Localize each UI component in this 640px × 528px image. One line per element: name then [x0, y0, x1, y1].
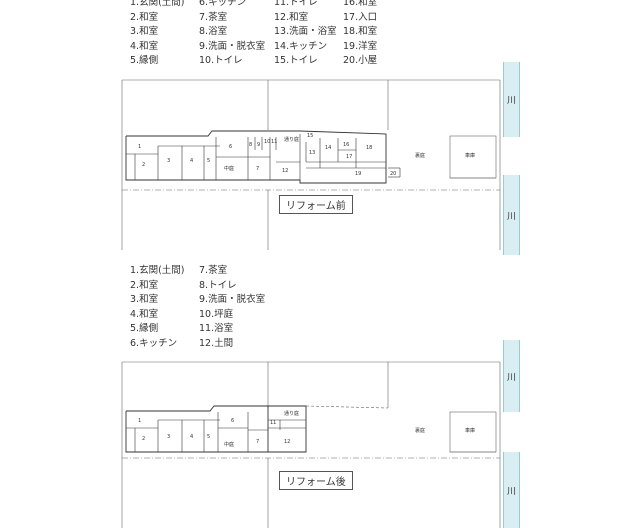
room-labels-before: 1 2 3 4 5 6 7 8 9 10 11 12 13 14 15 16 1… [138, 133, 475, 177]
room-label: 3 [167, 434, 170, 440]
caption-after: リフォーム後 [279, 471, 353, 490]
legend-item: 9.洗面・脱衣室 [199, 40, 266, 52]
legend-before-col-1: 1.玄関(土間) 2.和室 3.和室 4.和室 5.縁側 [130, 0, 184, 69]
room-label: 14 [325, 145, 331, 151]
legend-item: 16.和室 [343, 0, 378, 8]
legend-item: 7.茶室 [199, 265, 228, 276]
legend-item: 4.和室 [130, 308, 159, 320]
legend-item: 18.和室 [343, 26, 378, 38]
room-label: 7 [256, 166, 259, 172]
legend-item: 10.坪庭 [199, 308, 234, 320]
room-label: 17 [346, 154, 352, 160]
legend-item: 10.トイレ [199, 55, 243, 67]
room-label: 1 [138, 144, 141, 150]
legend-item: 20.小屋 [343, 55, 378, 67]
legend-item: 6.キッチン [130, 337, 178, 349]
river-strip: 川 [503, 175, 520, 255]
legend-item: 2.和室 [130, 279, 159, 291]
legend-item: 1.玄関(土間) [130, 265, 185, 276]
room-label: 裏庭 [415, 427, 425, 434]
river-label: 川 [506, 211, 516, 222]
river-strip: 川 [503, 340, 520, 412]
legend-item: 8.トイレ [199, 279, 237, 291]
plan-before [121, 79, 501, 250]
room-label: 2 [142, 436, 145, 442]
legend-item: 3.和室 [130, 26, 159, 38]
river-label: 川 [506, 96, 516, 106]
room-label: 6 [231, 418, 234, 424]
room-label: 15 [307, 133, 313, 139]
legend-item: 11.トイレ [274, 0, 318, 8]
room-label: 5 [207, 158, 210, 164]
room-label: 通り庭 [284, 136, 299, 143]
plan-after [121, 361, 501, 528]
room-label: 中庭 [224, 441, 234, 448]
legend-item: 6.キッチン [199, 0, 247, 8]
room-label: 12 [284, 439, 290, 445]
room-label: 裏庭 [415, 152, 425, 159]
room-label: 車庫 [465, 152, 475, 159]
legend-item: 1.玄関(土間) [130, 0, 185, 8]
legend-item: 15.トイレ [274, 55, 318, 67]
legend-item: 4.和室 [130, 40, 159, 52]
legend-before-col-4: 16.和室 17.入口 18.和室 19.洋室 20.小屋 [343, 0, 377, 69]
river-label: 川 [506, 372, 516, 383]
river-label: 川 [506, 486, 516, 497]
room-label: 通り庭 [284, 410, 299, 417]
legend-item: 14.キッチン [274, 40, 328, 52]
room-label: 8 [249, 142, 252, 148]
room-label: 車庫 [465, 427, 475, 434]
room-label: 4 [190, 158, 193, 164]
legend-item: 13.洗面・浴室 [274, 26, 337, 38]
legend-after-col-2: 7.茶室 8.トイレ 9.洗面・脱衣室 10.坪庭 11.浴室 12.土間 [199, 264, 265, 352]
room-label: 20 [390, 171, 396, 177]
river-strip: 川 [503, 452, 520, 528]
legend-item: 3.和室 [130, 294, 159, 306]
legend-item: 12.土間 [199, 337, 234, 349]
legend-item: 11.浴室 [199, 323, 234, 335]
room-label: 10 [264, 139, 270, 145]
legend-item: 17.入口 [343, 11, 378, 23]
room-label: 3 [167, 158, 170, 164]
room-label: 7 [256, 439, 259, 445]
room-label: 9 [257, 142, 260, 148]
legend-item: 19.洋室 [343, 40, 378, 52]
room-label: 1 [138, 418, 141, 424]
room-label: 2 [142, 162, 145, 168]
river-strip: 川 [503, 62, 520, 137]
room-label: 13 [309, 150, 315, 156]
legend-item: 2.和室 [130, 11, 159, 23]
legend-item: 5.縁側 [130, 55, 159, 67]
room-label: 19 [355, 171, 361, 177]
room-label: 11 [270, 420, 276, 426]
room-label: 18 [366, 145, 372, 151]
room-label: 12 [282, 168, 288, 174]
legend-item: 7.茶室 [199, 11, 228, 23]
legend-item: 9.洗面・脱衣室 [199, 294, 266, 306]
room-label: 6 [229, 144, 232, 150]
legend-before-col-2: 6.キッチン 7.茶室 8.浴室 9.洗面・脱衣室 10.トイレ [199, 0, 265, 69]
legend-item: 12.和室 [274, 11, 309, 23]
room-label: 4 [190, 434, 193, 440]
room-label: 16 [343, 142, 349, 148]
room-label: 中庭 [224, 165, 234, 172]
legend-item: 5.縁側 [130, 323, 159, 335]
room-label: 5 [207, 434, 210, 440]
room-label: 11 [271, 139, 277, 145]
caption-before: リフォーム前 [279, 195, 353, 214]
legend-before-col-3: 11.トイレ 12.和室 13.洗面・浴室 14.キッチン 15.トイレ [274, 0, 337, 69]
room-labels-after: 1 2 3 4 5 6 7 11 12 中庭 通り庭 裏庭 車庫 [138, 410, 475, 448]
legend-item: 8.浴室 [199, 26, 228, 38]
legend-after-col-1: 1.玄関(土間) 2.和室 3.和室 4.和室 5.縁側 6.キッチン [130, 264, 184, 352]
